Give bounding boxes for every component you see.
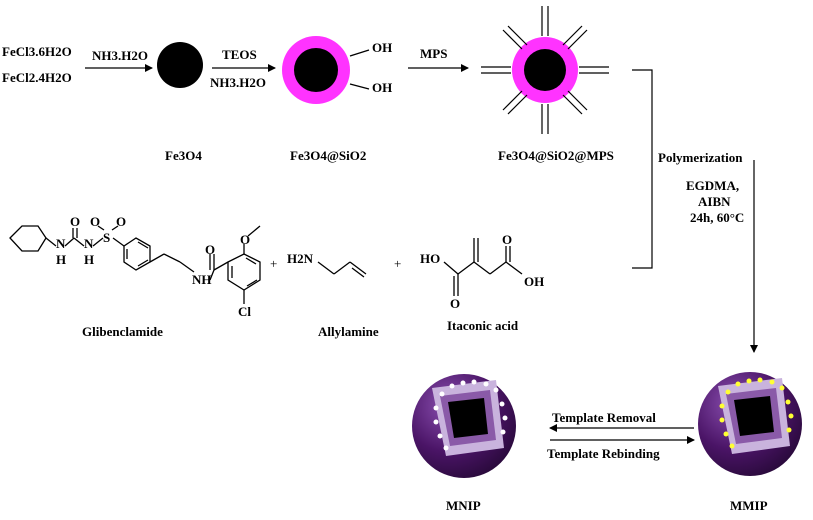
step3-reagent: MPS [420, 46, 448, 61]
atom-n1: N [56, 236, 66, 251]
hydroxyl-bottom: OH [372, 80, 393, 95]
mps-particle [481, 6, 609, 134]
atom-o3: O [116, 214, 127, 229]
label-mmip: MMIP [730, 498, 768, 513]
label-fe3o4-sio2-mps: Fe3O4@SiO2@MPS [498, 148, 614, 163]
fe3o4-sio2-core [294, 48, 338, 92]
label-polymerization: Polymerization [658, 150, 743, 165]
oh-bond-bottom [349, 83, 370, 90]
atom-o6: O [450, 296, 461, 311]
label-mnip: MNIP [446, 498, 481, 513]
label-glibenclamide: Glibenclamide [82, 324, 163, 339]
mnip-particle [412, 374, 516, 478]
atom-cl: Cl [238, 304, 251, 319]
label-fe3o4-sio2: Fe3O4@SiO2 [290, 148, 367, 163]
label-fe3o4: Fe3O4 [165, 148, 202, 163]
atom-nh: NH [192, 272, 212, 287]
allylamine-structure [317, 261, 367, 278]
label-allylamine: Allylamine [318, 324, 379, 339]
atom-oh: OH [524, 274, 545, 289]
plus-sign-2: + [394, 256, 402, 271]
condition-time-temp: 24h, 60°C [690, 210, 745, 225]
reagent-fecl3: FeCl3.6H2O [2, 44, 72, 59]
label-itaconic-acid: Itaconic acid [447, 318, 519, 333]
glibenclamide-structure [9, 225, 261, 304]
atom-o1: O [70, 214, 81, 229]
label-template-removal: Template Removal [552, 410, 656, 425]
atom-h1: H [56, 252, 67, 267]
label-template-rebinding: Template Rebinding [547, 446, 660, 461]
atom-o4: O [205, 242, 216, 257]
atom-o7: O [502, 232, 513, 247]
step2-reagent-top: TEOS [222, 47, 257, 62]
step1-reagent: NH3.H2O [92, 48, 148, 63]
itaconic-acid-structure [443, 238, 523, 296]
bracket-polymerization [632, 69, 653, 269]
fe3o4-particle [157, 42, 203, 88]
oh-bond-top [349, 49, 370, 57]
atom-h2n: H2N [287, 251, 313, 266]
step2-reagent-bottom: NH3.H2O [210, 75, 266, 90]
hydroxyl-top: OH [372, 40, 393, 55]
atom-o5: O [240, 232, 251, 247]
atom-o2: O [90, 214, 101, 229]
atom-ho: HO [420, 251, 441, 266]
condition-aibn: AIBN [698, 194, 731, 209]
plus-sign-1: + [270, 256, 278, 271]
atom-n2: N [84, 236, 94, 251]
atom-h2: H [84, 252, 95, 267]
atom-s: S [103, 230, 111, 245]
condition-egdma: EGDMA, [686, 178, 740, 193]
reagent-fecl2: FeCl2.4H2O [2, 70, 72, 85]
mmip-particle [698, 372, 802, 476]
